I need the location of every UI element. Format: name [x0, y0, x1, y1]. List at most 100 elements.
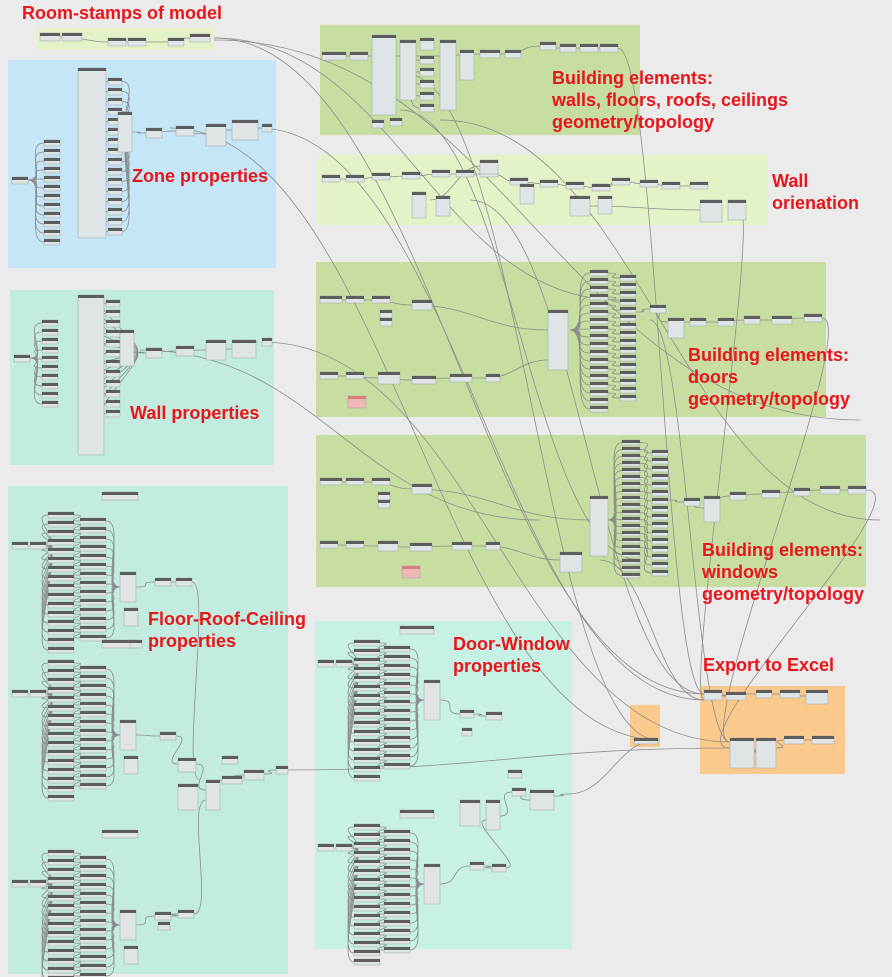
graph-node[interactable]: [383, 838, 411, 846]
graph-node[interactable]: [243, 769, 265, 781]
graph-node[interactable]: [589, 293, 609, 301]
graph-node[interactable]: [383, 699, 411, 707]
graph-node[interactable]: [619, 314, 637, 322]
graph-node[interactable]: [11, 879, 29, 888]
graph-node[interactable]: [79, 625, 107, 633]
graph-node[interactable]: [79, 562, 107, 570]
graph-node[interactable]: [619, 330, 637, 338]
graph-node[interactable]: [41, 373, 59, 381]
graph-node[interactable]: [379, 309, 393, 319]
graph-node[interactable]: [689, 181, 709, 190]
graph-node[interactable]: [47, 565, 75, 573]
graph-node[interactable]: [383, 762, 411, 770]
graph-node[interactable]: [129, 639, 143, 649]
graph-node[interactable]: [559, 551, 583, 573]
graph-node[interactable]: [123, 945, 139, 965]
graph-node[interactable]: [459, 799, 481, 827]
graph-node[interactable]: [419, 55, 435, 65]
graph-node[interactable]: [651, 545, 669, 553]
graph-node[interactable]: [47, 876, 75, 884]
graph-node[interactable]: [383, 645, 411, 653]
graph-node[interactable]: [107, 157, 123, 166]
graph-node[interactable]: [47, 695, 75, 703]
graph-node[interactable]: [485, 373, 501, 383]
graph-node[interactable]: [371, 119, 385, 129]
graph-node[interactable]: [377, 499, 391, 509]
graph-node[interactable]: [353, 684, 381, 692]
graph-node[interactable]: [621, 509, 641, 516]
graph-node[interactable]: [717, 317, 735, 327]
graph-node[interactable]: [43, 184, 61, 192]
graph-node[interactable]: [79, 616, 107, 624]
graph-node[interactable]: [383, 744, 411, 752]
graph-node[interactable]: [47, 722, 75, 730]
graph-node[interactable]: [485, 799, 501, 831]
graph-node[interactable]: [699, 199, 723, 223]
graph-node[interactable]: [559, 43, 577, 53]
graph-node[interactable]: [353, 765, 381, 773]
graph-node[interactable]: [569, 195, 591, 217]
graph-node[interactable]: [47, 776, 75, 784]
graph-node[interactable]: [619, 354, 637, 362]
graph-node[interactable]: [353, 868, 381, 876]
graph-node[interactable]: [589, 495, 609, 557]
graph-node[interactable]: [383, 892, 411, 900]
graph-node[interactable]: [79, 589, 107, 597]
graph-node[interactable]: [79, 864, 107, 872]
graph-node[interactable]: [589, 381, 609, 389]
graph-node[interactable]: [651, 569, 669, 577]
graph-node[interactable]: [621, 453, 641, 460]
graph-node[interactable]: [353, 666, 381, 674]
graph-node[interactable]: [105, 399, 121, 408]
graph-node[interactable]: [79, 855, 107, 863]
graph-node[interactable]: [619, 394, 637, 402]
graph-node[interactable]: [47, 948, 75, 956]
graph-node[interactable]: [423, 863, 441, 905]
graph-node[interactable]: [651, 513, 669, 521]
graph-node[interactable]: [79, 571, 107, 579]
graph-node[interactable]: [353, 823, 381, 831]
graph-node[interactable]: [47, 704, 75, 712]
graph-node[interactable]: [79, 882, 107, 890]
graph-node[interactable]: [41, 337, 59, 345]
graph-node[interactable]: [589, 341, 609, 349]
graph-node[interactable]: [105, 349, 121, 358]
graph-node[interactable]: [504, 49, 522, 59]
graph-node[interactable]: [611, 177, 631, 186]
graph-node[interactable]: [177, 909, 195, 919]
graph-node[interactable]: [621, 502, 641, 509]
graph-node[interactable]: [683, 497, 701, 507]
graph-node[interactable]: [621, 523, 641, 530]
graph-node[interactable]: [47, 740, 75, 748]
graph-node[interactable]: [47, 511, 75, 519]
graph-node[interactable]: [589, 373, 609, 381]
graph-node[interactable]: [47, 903, 75, 911]
graph-node[interactable]: [11, 689, 29, 698]
graph-node[interactable]: [529, 789, 555, 811]
graph-node[interactable]: [61, 32, 83, 42]
graph-node[interactable]: [399, 809, 435, 819]
graph-node[interactable]: [107, 107, 123, 116]
graph-node[interactable]: [107, 217, 123, 226]
graph-node[interactable]: [119, 571, 137, 603]
graph-node[interactable]: [231, 119, 259, 141]
graph-node[interactable]: [589, 325, 609, 333]
graph-node[interactable]: [353, 958, 381, 966]
graph-node[interactable]: [621, 481, 641, 488]
graph-node[interactable]: [47, 885, 75, 893]
graph-node[interactable]: [761, 489, 781, 499]
graph-node[interactable]: [689, 317, 707, 327]
graph-node[interactable]: [793, 487, 811, 497]
graph-node[interactable]: [461, 727, 473, 737]
graph-node[interactable]: [353, 931, 381, 939]
graph-node[interactable]: [107, 187, 123, 196]
graph-node[interactable]: [159, 731, 177, 741]
graph-node[interactable]: [47, 520, 75, 528]
graph-node[interactable]: [539, 179, 559, 188]
graph-node[interactable]: [79, 782, 107, 790]
graph-node[interactable]: [105, 359, 121, 368]
graph-node[interactable]: [43, 166, 61, 174]
graph-node[interactable]: [619, 274, 637, 282]
graph-node[interactable]: [591, 183, 611, 192]
graph-node[interactable]: [353, 895, 381, 903]
